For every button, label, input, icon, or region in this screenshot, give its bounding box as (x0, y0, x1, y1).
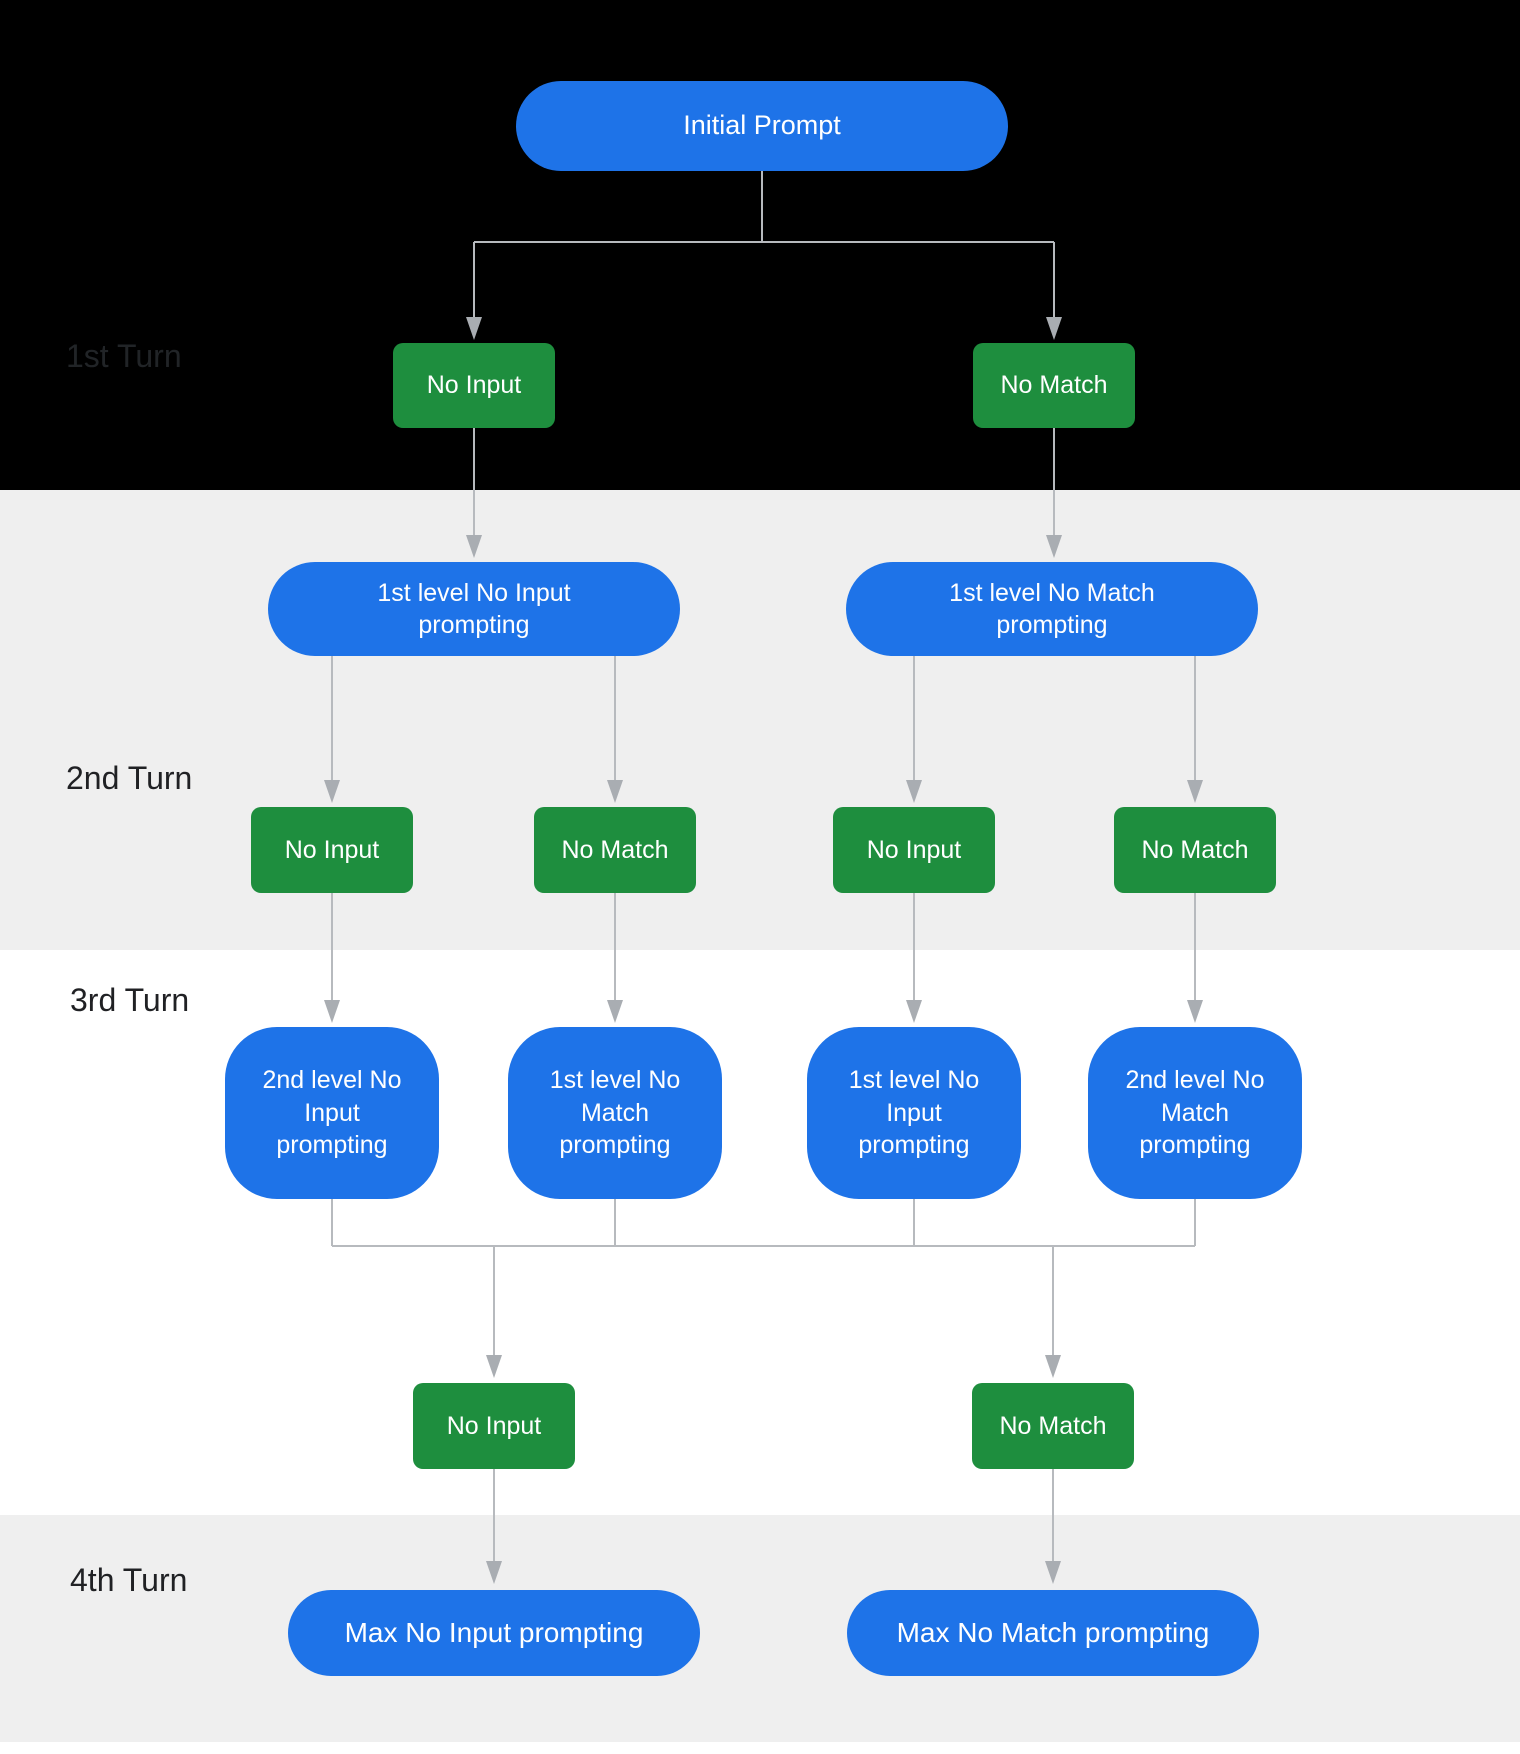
node-initial-prompt: Initial Prompt (516, 81, 1008, 171)
node-turn3-no-input: No Input (413, 1383, 575, 1469)
turn-label-3: 3rd Turn (70, 982, 190, 1018)
node-turn2-no-input-a: No Input (251, 807, 413, 893)
turn-label-1: 1st Turn (66, 338, 182, 374)
band-turn-3 (0, 950, 1520, 1515)
node-max-no-match-prompting: Max No Match prompting (847, 1590, 1259, 1676)
band-turn-4 (0, 1515, 1520, 1742)
node-level1-no-match-prompting-2: 1st level No Match prompting (508, 1027, 722, 1199)
node-turn1-no-input: No Input (393, 343, 555, 428)
node-level1-no-input-prompting: 1st level No Input prompting (268, 562, 680, 656)
node-level2-no-input-prompting: 2nd level No Input prompting (225, 1027, 439, 1199)
band-footer-strip (0, 1742, 1520, 1754)
node-turn3-no-match: No Match (972, 1383, 1134, 1469)
node-max-no-input-prompting: Max No Input prompting (288, 1590, 700, 1676)
node-turn1-no-match: No Match (973, 343, 1135, 428)
node-turn2-no-match-a: No Match (534, 807, 696, 893)
node-level1-no-match-prompting: 1st level No Match prompting (846, 562, 1258, 656)
turn-label-2: 2nd Turn (66, 760, 193, 796)
node-level1-no-input-prompting-2: 1st level No Input prompting (807, 1027, 1021, 1199)
node-turn2-no-input-b: No Input (833, 807, 995, 893)
band-turn-2 (0, 490, 1520, 950)
band-turn-1 (0, 0, 1520, 490)
turn-label-4: 4th Turn (70, 1562, 188, 1598)
node-turn2-no-match-b: No Match (1114, 807, 1276, 893)
node-level2-no-match-prompting: 2nd level No Match prompting (1088, 1027, 1302, 1199)
